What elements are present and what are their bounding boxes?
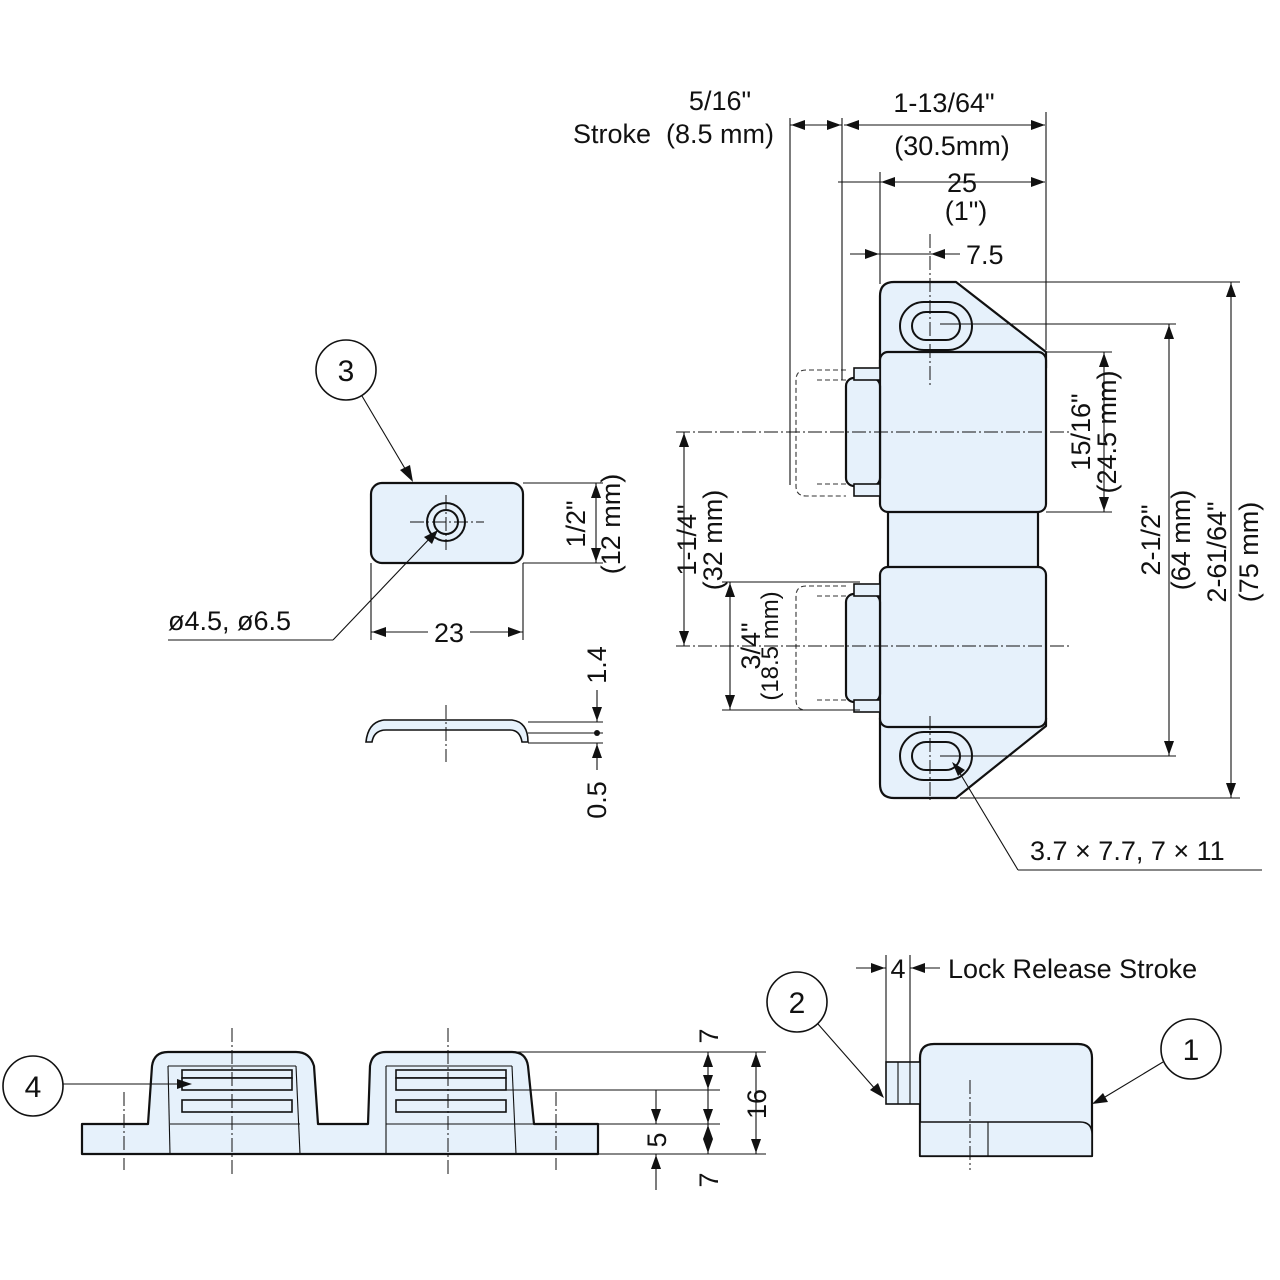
plate-width-label: 23 bbox=[434, 618, 464, 648]
hole-pitch-dimension: 2-1/2" (64 mm) bbox=[940, 323, 1196, 757]
latch-front-view bbox=[676, 234, 1070, 800]
side-view-dimensions: 7 7 5 16 bbox=[500, 1028, 772, 1190]
slot-size-callout: 3.7 × 7.7, 7 × 11 bbox=[952, 762, 1262, 871]
upper-slot-inner bbox=[911, 311, 961, 341]
overall-width-dimension: 1-13/64" (30.5mm) bbox=[844, 88, 1045, 161]
callout-2 bbox=[766, 971, 828, 1033]
slot-sizes-label: 3.7 × 7.7, 7 × 11 bbox=[1030, 836, 1225, 866]
callout-3 bbox=[315, 339, 377, 401]
callout-2-group: 2 bbox=[766, 971, 884, 1098]
pin-spacing-dimension: 1-1/4" (32 mm) bbox=[672, 432, 728, 646]
plate-height-in-label: 1/2" bbox=[561, 500, 591, 547]
latch-neck bbox=[886, 508, 1040, 574]
body-width-dimension: 25 (1") bbox=[838, 168, 1045, 284]
strike-plate-top-view bbox=[369, 481, 525, 565]
pin-spacing-in-label: 1-1/4" bbox=[672, 504, 702, 575]
dim-7-top-label: 7 bbox=[694, 1028, 724, 1043]
dim-7-bottom-label: 7 bbox=[694, 1172, 724, 1187]
stroke-frac-label: 5/16" bbox=[689, 86, 751, 116]
end-view-pin bbox=[885, 1061, 921, 1105]
callout-3-arrowhead bbox=[400, 465, 413, 482]
plate-hole-callout: ø4.5, ø6.5 bbox=[168, 530, 438, 641]
callout-4 bbox=[2, 1055, 64, 1117]
latch-side-view bbox=[80, 1028, 600, 1176]
plate-hole-label: ø4.5, ø6.5 bbox=[168, 606, 291, 636]
lock-release-dimension: 4 Lock Release Stroke bbox=[856, 954, 1197, 1062]
callout-3-leader bbox=[361, 395, 408, 473]
callout-2-number: 2 bbox=[789, 987, 806, 1020]
pin-height-dimension: 15/16" (24.5 mm) bbox=[1046, 351, 1122, 513]
overall-mm-label: (75 mm) bbox=[1234, 502, 1264, 603]
body-in-label: (1") bbox=[945, 196, 988, 226]
callout-1-group: 1 bbox=[1092, 1018, 1222, 1104]
lock-release-text: Lock Release Stroke bbox=[948, 954, 1197, 984]
overall-height-dimension: 2-61/64" (75 mm) bbox=[960, 281, 1264, 799]
dim-16-label: 16 bbox=[742, 1089, 772, 1119]
callout-4-number: 4 bbox=[25, 1071, 42, 1104]
hole-offset-label: 7.5 bbox=[966, 240, 1004, 270]
hole-pitch-in-label: 2-1/2" bbox=[1136, 504, 1166, 575]
callout-1-number: 1 bbox=[1183, 1034, 1200, 1067]
plate-height-mm-label: (12 mm) bbox=[596, 474, 626, 575]
stroke-dimension: 5/16" Stroke (8.5 mm) bbox=[573, 86, 1047, 485]
latch-end-view bbox=[885, 1042, 1094, 1170]
latch-lower-body bbox=[878, 565, 1048, 729]
hole-offset-dimension: 7.5 bbox=[850, 240, 1004, 270]
pin-in-label: 15/16" bbox=[1066, 393, 1096, 470]
pin-length-dimension: 3/4" (18.5 mm) bbox=[722, 581, 860, 711]
plate-height-dimension: 1/2" (12 mm) bbox=[523, 474, 626, 575]
dim-5-label: 5 bbox=[642, 1132, 672, 1147]
pin-mm-label: (24.5 mm) bbox=[1092, 370, 1122, 493]
pin-len-mm-label: (18.5 mm) bbox=[757, 591, 784, 700]
callout-4-group: 4 bbox=[2, 1055, 192, 1117]
stroke-word-label: Stroke bbox=[573, 119, 651, 149]
callout-3-number: 3 bbox=[338, 355, 355, 388]
latch-lower-pin bbox=[844, 592, 882, 704]
upper-pin-extended-hidden bbox=[795, 369, 846, 497]
side-view-outline bbox=[80, 1050, 600, 1156]
overall-in-label: 2-61/64" bbox=[1202, 501, 1232, 602]
pin-len-in-label: 3/4" bbox=[736, 622, 766, 669]
hole-pitch-mm-label: (64 mm) bbox=[1166, 490, 1196, 591]
plate-width-dimension: 23 bbox=[370, 563, 524, 648]
stroke-mm-label: (8.5 mm) bbox=[666, 119, 774, 149]
plate-thickness-1-label: 1.4 bbox=[582, 646, 612, 684]
callout-1 bbox=[1160, 1018, 1222, 1080]
strike-plate-side-view: 1.4 0.5 bbox=[365, 646, 612, 819]
lower-pin-extended-hidden bbox=[795, 585, 846, 711]
width-mm-label: (30.5mm) bbox=[894, 131, 1010, 161]
callout-3-group: 3 bbox=[315, 339, 413, 482]
lock-release-value: 4 bbox=[890, 954, 905, 984]
pin-spacing-mm-label: (32 mm) bbox=[698, 490, 728, 591]
body-mm-label: 25 bbox=[947, 168, 977, 198]
width-frac-label: 1-13/64" bbox=[893, 88, 994, 118]
plate-thickness-2-label: 0.5 bbox=[582, 781, 612, 819]
